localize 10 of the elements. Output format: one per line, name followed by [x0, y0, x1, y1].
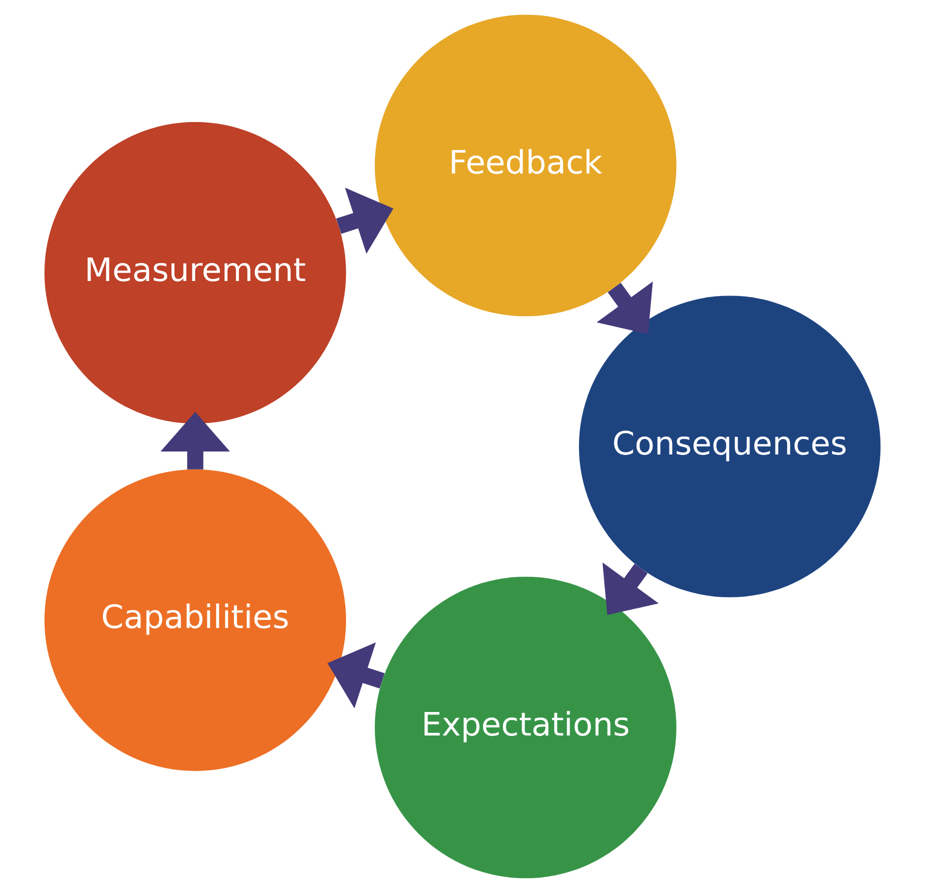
node-circle: Expectations	[374, 576, 676, 878]
node-circle: Feedback	[374, 14, 676, 316]
arrow	[160, 412, 230, 470]
arrow	[602, 562, 659, 616]
arrow	[596, 282, 653, 334]
node-circle: Measurement	[44, 122, 346, 424]
node-circle: Capabilities	[44, 469, 346, 771]
arrow	[336, 188, 394, 254]
node-circle: Consequences	[578, 296, 881, 598]
arrow	[327, 642, 385, 708]
